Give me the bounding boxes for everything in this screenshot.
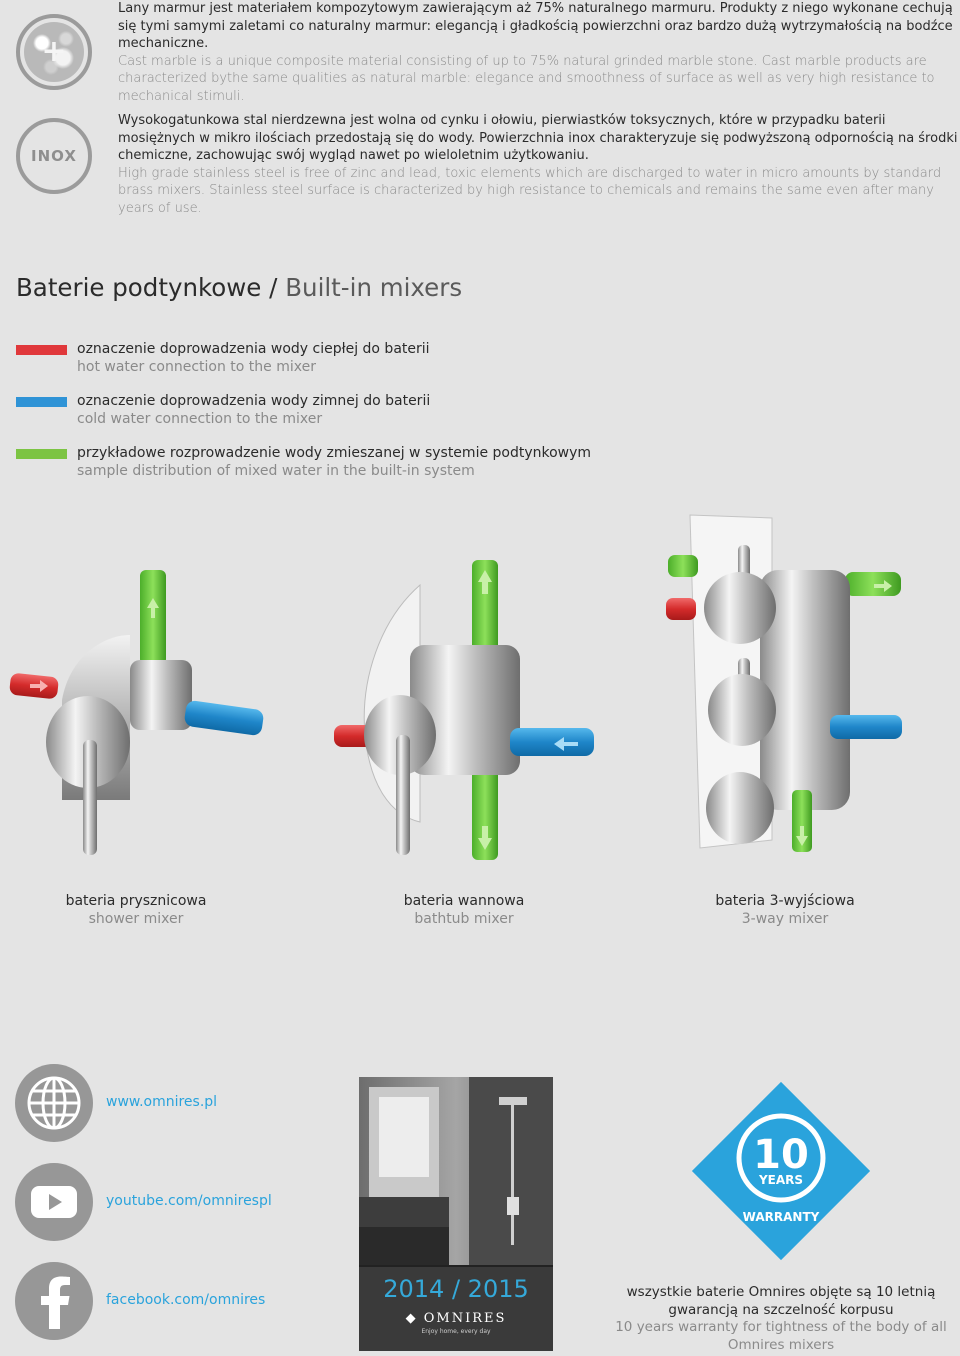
catalog-cover[interactable]: 2014 / 2015 ◆ OMNIRES Enjoy home, every … (359, 1077, 553, 1351)
section-title-pl: Baterie podtynkowe / (16, 273, 278, 302)
warranty-text-en: 10 years warranty for tightness of the b… (615, 1319, 947, 1353)
down-arrow-icon (478, 826, 492, 850)
inox-label: INOX (31, 147, 77, 165)
middle-handle (708, 674, 776, 746)
facebook-link[interactable]: facebook.com/omnires (106, 1292, 266, 1308)
mixed-water-pipe-left (668, 555, 698, 577)
legend-hot: oznaczenie doprowadzenia wody ciepłej do… (77, 340, 430, 376)
plus-icon: + (41, 34, 67, 69)
marble-text-en: Cast marble is a unique composite materi… (118, 53, 935, 104)
bathtub-mixer-caption: bateria wannowa bathtub mixer (364, 892, 564, 928)
mixer-lever (83, 740, 97, 855)
warranty-label: WARRANTY (743, 1210, 820, 1224)
valve-body (130, 660, 192, 730)
marble-icon: + (16, 14, 92, 90)
three-way-mixer-pl: bateria 3-wyjściowa (715, 893, 855, 909)
bathroom-photo (359, 1077, 553, 1267)
warranty-badge: 10 YEARS WARRANTY (691, 1081, 871, 1261)
warranty-number: 10 (753, 1132, 809, 1178)
bottom-handle (706, 772, 774, 844)
legend-hot-en: hot water connection to the mixer (77, 359, 316, 375)
mixed-water-swatch (16, 449, 67, 459)
hot-water-swatch (16, 345, 67, 355)
catalog-brand: ◆ OMNIRES (405, 1311, 507, 1326)
youtube-link[interactable]: youtube.com/omnirespl (106, 1193, 272, 1209)
marble-text-pl: Lany marmur jest materiałem kompozytowym… (118, 1, 953, 51)
bathtub-mixer-en: bathtub mixer (414, 911, 514, 927)
legend-mixed-en: sample distribution of mixed water in th… (77, 463, 475, 479)
cold-water-swatch (16, 397, 67, 407)
legend-cold-pl: oznaczenie doprowadzenia wody zimnej do … (77, 393, 431, 409)
website-link[interactable]: www.omnires.pl (106, 1094, 218, 1110)
inox-description: Wysokogatunkowa stal nierdzewna jest wol… (118, 112, 960, 217)
marble-description: Lany marmur jest materiałem kompozytowym… (118, 0, 960, 105)
catalog-tagline: Enjoy home, every day (421, 1328, 491, 1335)
three-way-mixer-en: 3-way mixer (741, 911, 829, 927)
youtube-icon[interactable] (15, 1163, 93, 1241)
legend-mixed-pl: przykładowe rozprowadzenie wody zmieszan… (77, 445, 592, 461)
globe-icon[interactable] (15, 1064, 93, 1142)
right-arrow-icon (30, 680, 48, 692)
shower-mixer-caption: bateria prysznicowa shower mixer (36, 892, 236, 928)
three-way-mixer-image (666, 514, 902, 852)
legend-cold-en: cold water connection to the mixer (77, 411, 323, 427)
section-title: Baterie podtynkowe / Built-in mixers (16, 273, 462, 302)
hot-water-pipe (666, 598, 696, 620)
mixer-lever (396, 735, 410, 855)
cold-water-pipe (830, 715, 902, 739)
three-way-mixer-caption: bateria 3-wyjściowa 3-way mixer (685, 892, 885, 928)
facebook-icon[interactable] (15, 1262, 93, 1340)
shower-mixer-en: shower mixer (88, 911, 184, 927)
bathtub-mixer-pl: bateria wannowa (403, 893, 525, 909)
warranty-years: YEARS (758, 1173, 803, 1187)
left-arrow-icon (554, 737, 578, 751)
catalog-year: 2014 / 2015 (383, 1275, 529, 1303)
catalog-brand-text: OMNIRES (423, 1311, 507, 1326)
legend-cold: oznaczenie doprowadzenia wody zimnej do … (77, 392, 430, 428)
top-handle (704, 572, 776, 644)
down-arrow-icon (796, 826, 808, 846)
cold-water-pipe (510, 728, 594, 756)
marble-texture: + (24, 22, 84, 82)
shower-mixer-pl: bateria prysznicowa (65, 893, 207, 909)
up-arrow-icon (478, 570, 492, 594)
valve-body (410, 645, 520, 775)
warranty-text-pl: wszystkie baterie Omnires objęte są 10 l… (626, 1284, 936, 1318)
section-title-en: Built-in mixers (285, 273, 463, 302)
inox-text-en: High grade stainless steel is free of zi… (118, 165, 942, 216)
valve-body (760, 570, 850, 810)
legend-hot-pl: oznaczenie doprowadzenia wody ciepłej do… (77, 341, 430, 357)
cold-water-pipe (184, 700, 264, 736)
shower-mixer-image (9, 570, 264, 855)
inox-text-pl: Wysokogatunkowa stal nierdzewna jest wol… (118, 113, 958, 163)
right-arrow-icon (874, 580, 892, 592)
bathtub-mixer-image (334, 560, 594, 860)
warranty-description: wszystkie baterie Omnires objęte są 10 l… (610, 1284, 952, 1354)
inox-icon: INOX (16, 118, 92, 194)
mixed-water-pipe-right (845, 572, 901, 596)
legend-mixed: przykładowe rozprowadzenie wody zmieszan… (77, 444, 591, 480)
mixer-handle-cap (364, 695, 436, 775)
up-arrow-icon (147, 598, 159, 618)
